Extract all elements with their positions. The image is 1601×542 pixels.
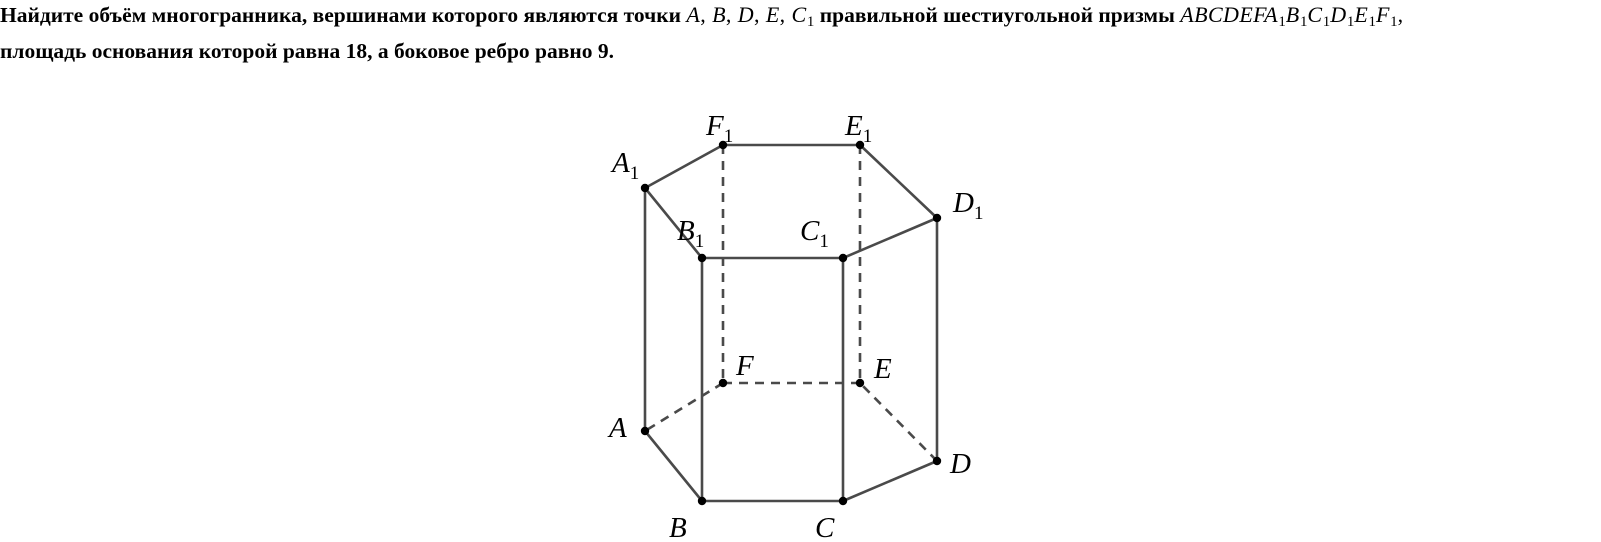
- prism-B1-subscript: 1: [1299, 14, 1308, 31]
- polyhedron-vertex-list: A, B, D, E, C1: [686, 2, 815, 31]
- lateral-edge-value: 9: [597, 39, 609, 64]
- prism-name: ABCDEFA1B1C1D1E1F1,: [1180, 2, 1404, 31]
- vertex-C1-subscript: 1: [806, 14, 815, 31]
- vertex-dot-E1: [855, 140, 865, 150]
- hidden-edge-group: [644, 145, 938, 462]
- prism-D: D: [1223, 2, 1240, 27]
- prism-name-comma: ,: [1397, 2, 1404, 27]
- vertex-A: A: [686, 2, 701, 27]
- edge-A1-B1: [643, 186, 704, 260]
- prism-D1-subscript: 1: [1346, 14, 1355, 31]
- problem-text-prism: правильной шестиугольной призмы: [814, 3, 1181, 27]
- problem-statement: Найдите объём многогранника, вершинами к…: [0, 0, 1601, 66]
- hidden-edge-D-E: [859, 382, 938, 462]
- problem-text-intro: Найдите объём многогранника, вершинами к…: [0, 3, 687, 27]
- vertex-B: B: [712, 2, 726, 27]
- prism-C1-subscript: 1: [1322, 14, 1331, 31]
- vertex-D: D: [737, 2, 755, 27]
- vertex-dot-E: [855, 378, 865, 388]
- solid-edge-group: [643, 143, 939, 503]
- prism-F1: F: [1375, 2, 1390, 27]
- prism-E1: E: [1354, 2, 1369, 27]
- vertex-label-F: F: [735, 350, 754, 382]
- vertex-label-B1: B1: [677, 215, 704, 252]
- vertex-dot-F1: [718, 140, 728, 150]
- vertex-dot-C: [838, 496, 848, 506]
- vertex-label-group: A1B1 C1 D1 E1 F1A B C D E F: [607, 110, 983, 542]
- prism-E: E: [1239, 2, 1254, 27]
- problem-line-1: Найдите объём многогранника, вершинами к…: [0, 0, 1601, 37]
- edge-D1-E1: [858, 143, 939, 220]
- vertex-dot-B1: [697, 253, 707, 263]
- prism-B1: B: [1285, 2, 1300, 27]
- vertex-label-B: B: [669, 512, 687, 542]
- vertex-label-D1: D1: [952, 187, 983, 224]
- prism-A1-subscript: 1: [1278, 14, 1286, 31]
- prism-E1-subscript: 1: [1368, 14, 1376, 31]
- vertex-dot-B: [697, 496, 707, 506]
- vertex-label-D: D: [949, 448, 971, 480]
- vertex-dot-C1: [838, 253, 848, 263]
- vertex-label-E: E: [873, 353, 892, 385]
- vertex-dot-group: [640, 140, 942, 506]
- prism-F: F: [1253, 2, 1265, 27]
- prism-D1: D: [1330, 2, 1347, 27]
- prism-C: C: [1207, 2, 1224, 27]
- prism-A: A: [1180, 2, 1195, 27]
- edge-F1-A1: [643, 143, 725, 190]
- vertex-dot-A1: [640, 183, 650, 193]
- vertex-label-A: A: [607, 412, 627, 444]
- prism-B: B: [1194, 2, 1208, 27]
- problem-text-period: .: [608, 39, 615, 64]
- vertex-label-C1: C1: [800, 215, 829, 252]
- vertex-label-F1: F1: [705, 110, 733, 147]
- base-area-value: 18: [345, 39, 368, 64]
- problem-line-2: площадь основания которой равна 18, а бо…: [0, 37, 1601, 66]
- prism-F1-subscript: 1: [1390, 14, 1398, 31]
- prism-C1: C: [1307, 2, 1323, 27]
- vertex-E: E: [765, 2, 780, 27]
- vertex-C1: C: [791, 2, 807, 27]
- prism-A1: A: [1264, 2, 1279, 27]
- problem-text-lateral: , а боковое ребро равно: [367, 39, 598, 64]
- vertex-dot-D1: [932, 213, 942, 223]
- problem-text-base-area: площадь основания которой равна: [0, 39, 346, 64]
- vertex-label-C: C: [815, 512, 835, 542]
- edge-A-B: [643, 429, 704, 503]
- edge-C-D: [841, 459, 939, 503]
- vertex-label-E1: E1: [844, 110, 872, 147]
- vertex-label-A1: A1: [610, 147, 639, 184]
- vertex-dot-A: [640, 426, 650, 436]
- hidden-edge-F-A: [644, 381, 724, 433]
- vertex-dot-F: [718, 378, 728, 388]
- edge-C1-D1: [841, 216, 939, 260]
- vertex-dot-D: [932, 456, 942, 466]
